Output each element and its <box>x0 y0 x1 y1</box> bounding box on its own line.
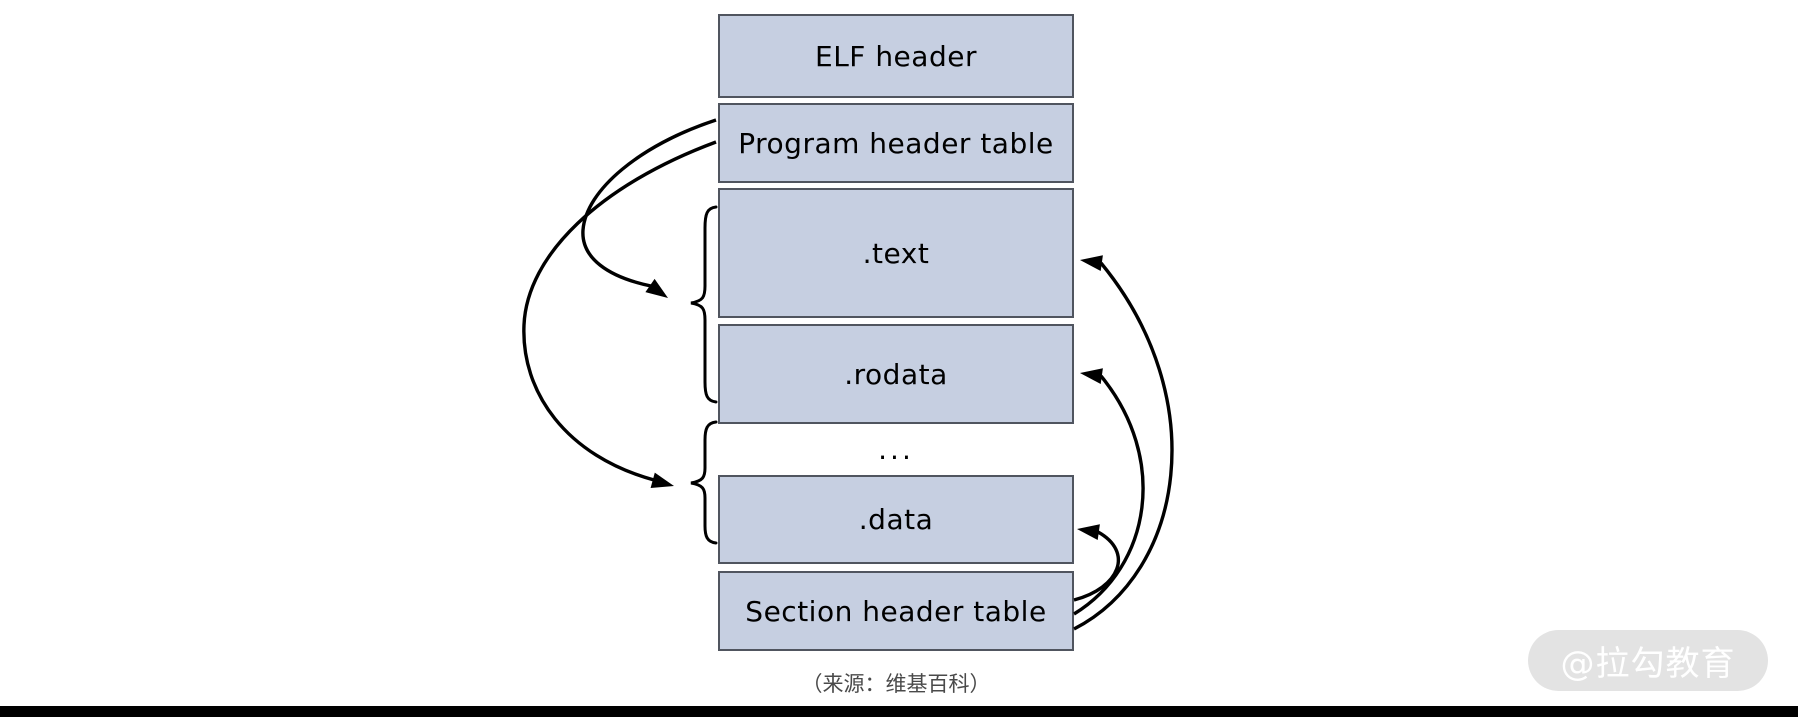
arrow-program-header-to-ellipsis-data <box>522 140 717 488</box>
arrow-section-header-to-rodata <box>1073 368 1145 616</box>
watermark-text: @拉勾教育 <box>1560 644 1736 684</box>
brace-ellipsis-data-icon <box>690 420 718 545</box>
box-rodata-section: .rodata <box>718 324 1074 424</box>
watermark-badge: @拉勾教育 <box>1528 630 1768 691</box>
arrowhead-icon <box>645 278 668 298</box>
footer-bar <box>0 706 1798 717</box>
box-text-section: .text <box>718 188 1074 318</box>
arrowhead-icon <box>650 472 674 488</box>
source-caption: （来源：维基百科） <box>801 672 991 696</box>
box-section-header-table: Section header table <box>718 571 1074 651</box>
arrow-program-header-to-text-rodata <box>581 118 717 298</box>
box-elf-header-label: ELF header <box>815 39 977 73</box>
box-rodata-section-label: .rodata <box>844 357 948 391</box>
arrowhead-icon <box>1080 368 1103 384</box>
box-program-header-table: Program header table <box>718 103 1074 183</box>
box-data-section: .data <box>718 475 1074 564</box>
box-program-header-table-label: Program header table <box>738 126 1054 160</box>
arrow-section-header-to-text <box>1073 255 1174 631</box>
box-elf-header: ELF header <box>718 14 1074 98</box>
brace-text-rodata-icon <box>690 205 718 404</box>
box-section-header-table-label: Section header table <box>745 594 1047 628</box>
ellipsis-label: ... <box>878 432 914 466</box>
box-data-section-label: .data <box>858 503 934 536</box>
arrow-section-header-to-data <box>1073 524 1120 602</box>
arrowhead-icon <box>1077 524 1100 540</box>
arrowhead-icon <box>1080 255 1103 271</box>
box-text-section-label: .text <box>862 236 930 270</box>
